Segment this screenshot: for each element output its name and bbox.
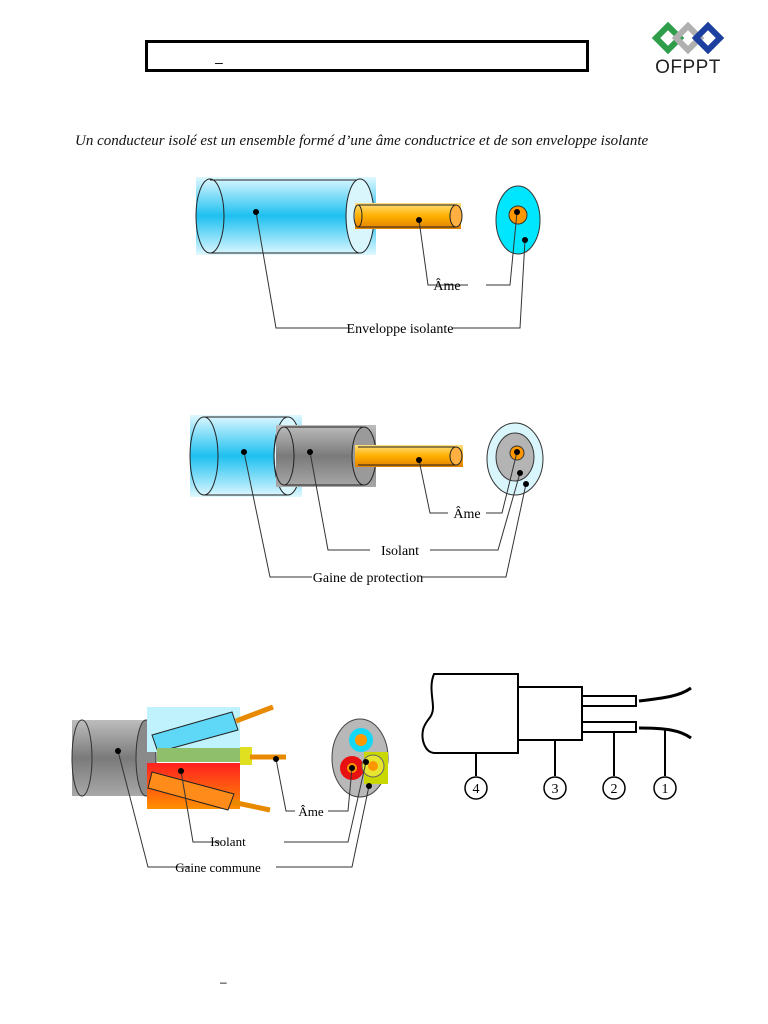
cross-section xyxy=(495,185,541,255)
logo-text: OFPPT xyxy=(655,57,721,78)
callout-1: 1 xyxy=(662,782,669,797)
figure-multicore-cable: Âme Isolant Gaine commune xyxy=(71,704,389,875)
conductor-green-yellow xyxy=(157,747,286,765)
label-insulation: Isolant xyxy=(210,834,246,849)
label-insulation: Enveloppe isolante xyxy=(347,322,454,337)
conductor-red xyxy=(147,763,271,813)
core-cylinder xyxy=(353,203,463,229)
intro-text: Un conducteur isolé est un ensemble form… xyxy=(75,133,649,149)
label-core: Âme xyxy=(433,277,460,294)
ofppt-logo: OFPPT xyxy=(648,20,728,82)
footer-text: – xyxy=(220,975,227,989)
cross-section xyxy=(331,718,389,798)
figure-single-conductor: Âme Enveloppe isolante xyxy=(195,177,541,337)
callout-2: 2 xyxy=(611,782,618,797)
callout-3-circle xyxy=(543,776,567,800)
callout-1-circle xyxy=(653,776,677,800)
core-cylinder xyxy=(355,445,463,467)
label-insulation: Isolant xyxy=(381,544,419,559)
callout-2-circle xyxy=(602,776,626,800)
insulation-cylinder xyxy=(195,177,376,255)
label-core: Âme xyxy=(453,505,480,522)
label-sheath: Gaine commune xyxy=(175,860,261,875)
callout-4: 4 xyxy=(473,782,480,797)
figure-numbered-cable: 4 3 2 1 xyxy=(421,673,692,800)
conductor-blue xyxy=(147,704,274,753)
common-sheath xyxy=(71,719,157,797)
header-title-text: – xyxy=(215,54,223,70)
logo-mark-icon xyxy=(651,21,725,55)
figure-sheathed-conductor: Âme Isolant Gaine de protection xyxy=(189,415,544,586)
header-title-box: – xyxy=(145,40,589,72)
label-core: Âme xyxy=(298,804,324,819)
callout-3: 3 xyxy=(552,782,559,797)
callout-4-circle xyxy=(464,776,488,800)
label-sheath: Gaine de protection xyxy=(313,571,423,586)
